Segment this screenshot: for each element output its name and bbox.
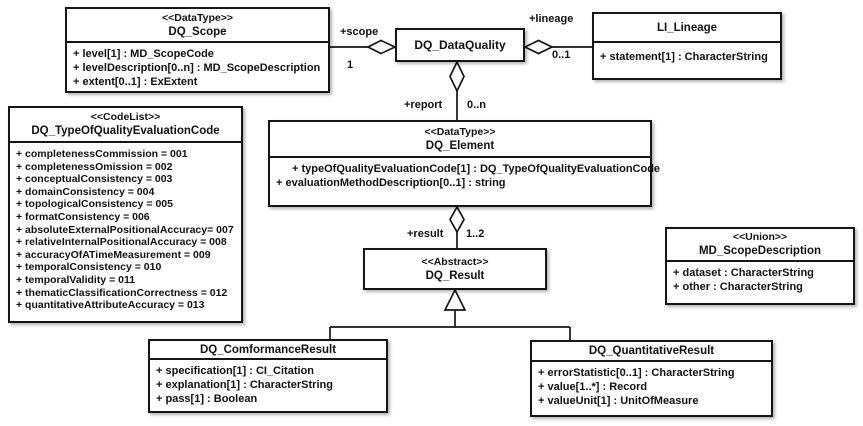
class-title: MD_ScopeDescription: [698, 245, 822, 257]
class-title: DQ_Result: [425, 269, 485, 282]
class-attributes: + errorStatistic[0..1] : CharacterString…: [532, 362, 771, 410]
class-dq-type-of-quality-evaluation-code: <<CodeList>> DQ_TypeOfQualityEvaluationC…: [8, 106, 243, 323]
attribute-row: + typeOfQualityEvaluationCode[1] : DQ_Ty…: [292, 163, 661, 175]
attribute-row: + errorStatistic[0..1] : CharacterString: [538, 367, 735, 379]
class-dq-dataquality: DQ_DataQuality: [395, 28, 525, 62]
attribute-row: + dataset : CharacterString: [673, 267, 814, 279]
aggregation-diamond-result: [449, 205, 465, 234]
attribute-row: + statement[1] : CharacterString: [600, 51, 768, 63]
class-header: DQ_QuantitativeResult: [532, 342, 771, 362]
attribute-row: + relativeInternalPositionalAccuracy = 0…: [16, 236, 227, 249]
class-title: DQ_Element: [425, 139, 495, 152]
class-header: DQ_DataQuality: [397, 30, 523, 60]
class-title: LI_Lineage: [656, 21, 718, 34]
class-header: <<Abstract>> DQ_Result: [365, 250, 545, 288]
class-dq-element: <<DataType>> DQ_Element + typeOfQualityE…: [268, 120, 661, 207]
attribute-row: + formatConsistency = 006: [16, 210, 150, 223]
class-header: LI_Lineage: [594, 14, 780, 43]
attribute-row: + completenessOmission = 002: [16, 160, 173, 173]
connector-label-result-multiplicity: 1..2: [466, 228, 485, 240]
class-attributes: + specification[1] : CI_Citation + expla…: [150, 360, 386, 408]
class-dq-scope: <<DataType>> DQ_Scope + level[1] : MD_Sc…: [65, 7, 330, 93]
attribute-row: + domainConsistency = 004: [16, 185, 155, 198]
connector-label-lineage-multiplicity: 0..1: [552, 49, 571, 61]
connector-label-scope-multiplicity: 1: [347, 59, 354, 71]
class-header: <<CodeList>> DQ_TypeOfQualityEvaluationC…: [10, 108, 241, 143]
class-attributes: + completenessCommission = 001 + complet…: [10, 143, 241, 314]
aggregation-diamond-lineage: [523, 39, 554, 55]
attribute-row: + level[1] : MD_ScopeCode: [73, 48, 214, 60]
class-dq-result: <<Abstract>> DQ_Result: [363, 248, 547, 290]
class-stereotype: <<DataType>>: [161, 11, 233, 24]
class-stereotype: <<Union>>: [732, 231, 788, 243]
class-attributes: + statement[1] : CharacterString: [594, 43, 780, 66]
connector-label-result-role: +result: [407, 228, 444, 240]
class-header: <<DataType>> DQ_Element: [270, 122, 650, 158]
connector-label-lineage-role: +lineage: [529, 13, 574, 25]
class-md-scope-description: <<Union>> MD_ScopeDescription + dataset …: [665, 227, 855, 305]
attribute-row: + absoluteExternalPositionalAccuracy= 00…: [16, 223, 234, 236]
class-dq-comformance-result: DQ_ComformanceResult + specification[1] …: [148, 339, 388, 413]
attribute-row: + pass[1] : Boolean: [156, 393, 258, 405]
class-title: DQ_ComformanceResult: [199, 343, 337, 356]
class-li-lineage: LI_Lineage + statement[1] : CharacterStr…: [592, 12, 782, 80]
attribute-row: + extent[0..1] : ExExtent: [73, 76, 198, 88]
attribute-row: + explanation[1] : CharacterString: [156, 379, 333, 391]
generalization-triangle: [443, 288, 467, 311]
aggregation-diamond-scope: [366, 39, 398, 55]
attribute-row: + temporalValidity = 011: [16, 273, 136, 286]
class-title: DQ_DataQuality: [414, 38, 506, 52]
attribute-row: + levelDescription[0..n] : MD_ScopeDescr…: [73, 62, 321, 74]
attribute-row: + temporalConsistency = 010: [16, 261, 162, 274]
class-title: DQ_TypeOfQualityEvaluationCode: [31, 125, 220, 137]
attribute-row: + completenessCommission = 001: [16, 148, 188, 160]
class-header: DQ_ComformanceResult: [150, 341, 386, 360]
class-stereotype: <<DataType>>: [424, 125, 496, 138]
attribute-row: + quantitativeAttributeAccuracy = 013: [16, 299, 205, 312]
attribute-row: + other : CharacterString: [673, 281, 803, 293]
class-attributes: + level[1] : MD_ScopeCode + levelDescrip…: [67, 43, 328, 91]
class-title: DQ_Scope: [168, 25, 227, 38]
attribute-row: + evaluationMethodDescription[0..1] : st…: [276, 177, 506, 189]
connector-label-scope-role: +scope: [340, 26, 379, 38]
class-title: DQ_QuantitativeResult: [588, 345, 715, 357]
class-attributes: + dataset : CharacterString + other : Ch…: [667, 262, 853, 296]
class-header: <<DataType>> DQ_Scope: [67, 9, 328, 43]
attribute-row: + conceptualConsistency = 003: [16, 173, 173, 186]
aggregation-diamond-report: [449, 60, 465, 93]
attribute-row: + accuracyOfATimeMeasurement = 009: [16, 248, 211, 261]
class-stereotype: <<CodeList>>: [90, 111, 161, 123]
attribute-row: + specification[1] : CI_Citation: [156, 365, 314, 377]
class-attributes: + typeOfQualityEvaluationCode[1] : DQ_Ty…: [270, 158, 661, 192]
connector-label-report-multiplicity: 0..n: [467, 99, 486, 111]
class-header: <<Union>> MD_ScopeDescription: [667, 229, 853, 262]
connector-label-report-role: +report: [404, 99, 443, 111]
attribute-row: + value[1..*] : Record: [538, 381, 648, 393]
attribute-row: + valueUnit[1] : UnitOfMeasure: [538, 395, 699, 407]
attribute-row: + topologicalConsistency = 005: [16, 198, 173, 211]
class-stereotype: <<Abstract>>: [421, 255, 489, 268]
class-dq-quantitative-result: DQ_QuantitativeResult + errorStatistic[0…: [530, 340, 773, 417]
attribute-row: + thematicClassificationCorrectness = 01…: [16, 286, 228, 299]
